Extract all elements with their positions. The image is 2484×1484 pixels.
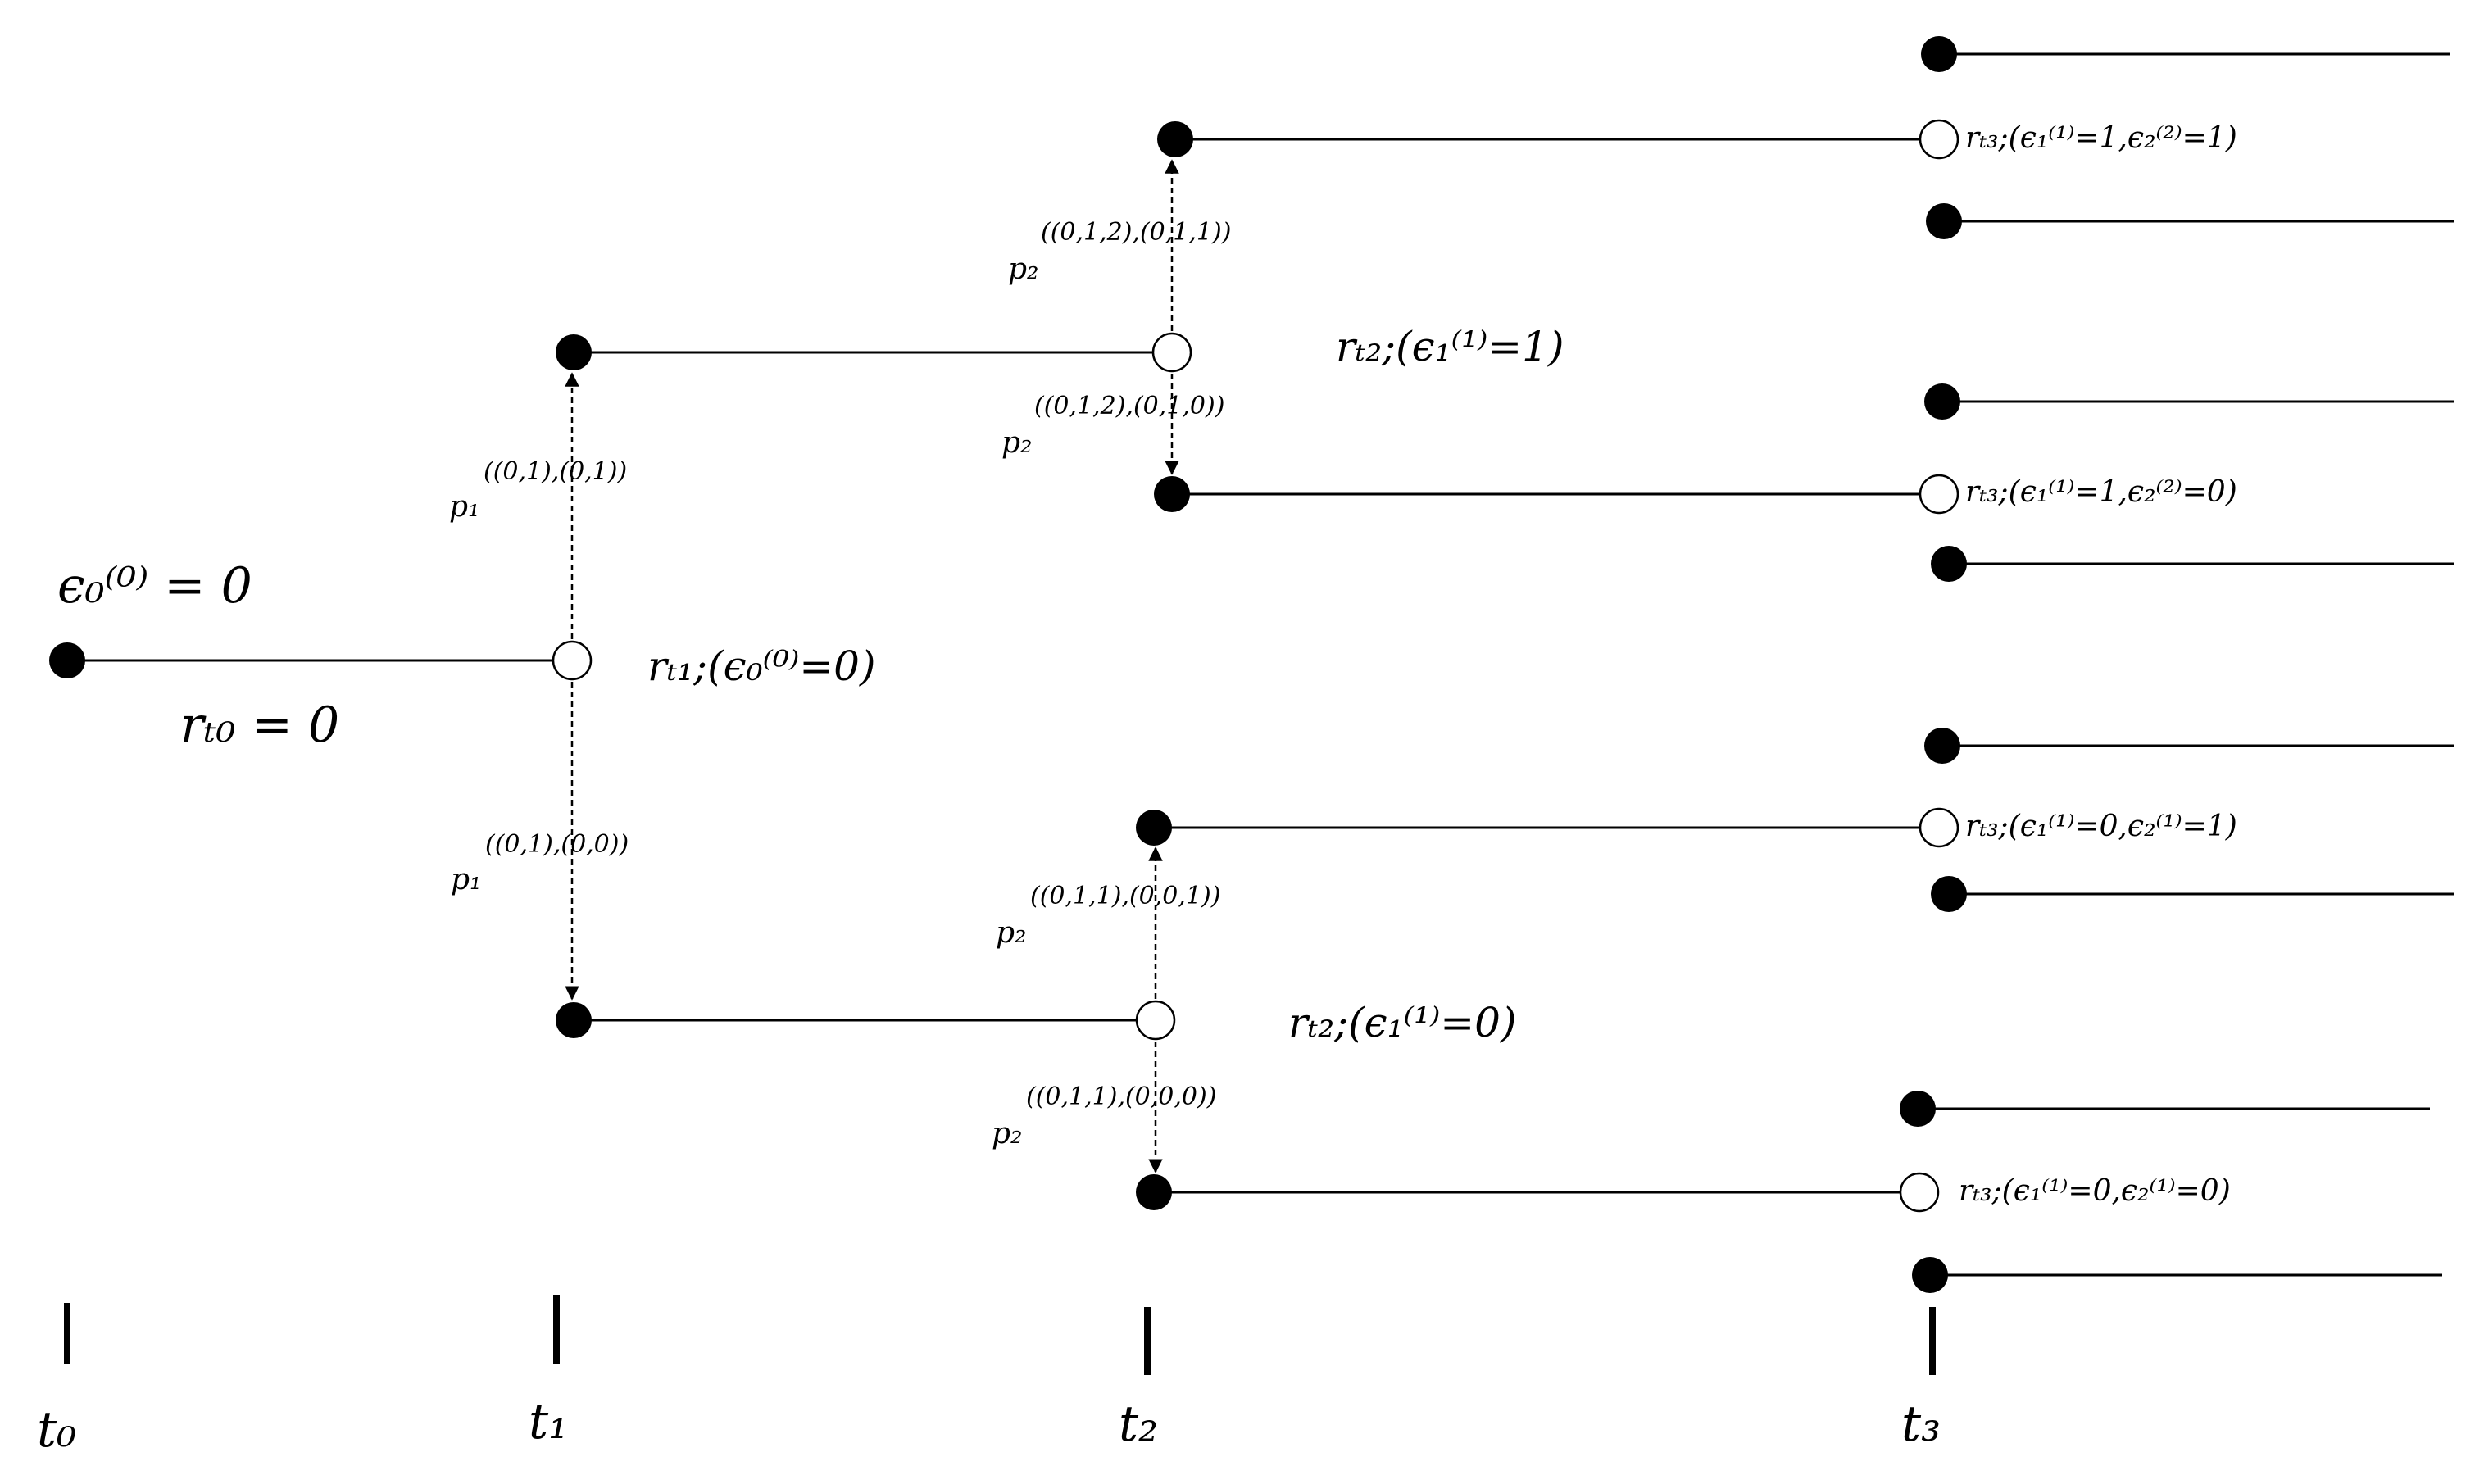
time-label-t3: t₃	[1901, 1396, 1941, 1453]
node-t3-4b	[1912, 1257, 1948, 1293]
rate-label-t1: rₜ₁;(ϵ₀⁽⁰⁾=0)	[647, 642, 876, 690]
node-t0	[49, 642, 85, 678]
node-t2-upup	[1157, 121, 1193, 157]
node-t2-up	[1151, 332, 1192, 373]
node-t1-down	[556, 1002, 592, 1038]
node-t3-3a	[1924, 728, 1960, 764]
rate-label-t3-3: rₜ₃;(ϵ₁⁽¹⁾=0,ϵ₂⁽¹⁾=1)	[1965, 810, 2237, 843]
node-t3-1	[1919, 119, 1959, 160]
initial-rate-label: rₜ₀ = 0	[180, 697, 339, 754]
time-label-t1: t₁	[529, 1393, 568, 1450]
node-t3-2b	[1931, 546, 1967, 582]
node-t2-down	[1135, 1000, 1176, 1041]
probability-arrows	[565, 159, 1179, 1173]
time-label-t0: t₀	[37, 1401, 76, 1459]
prob-base: p₁	[449, 490, 479, 524]
node-t3-4	[1899, 1172, 1940, 1213]
time-label-t2: t₂	[1119, 1396, 1158, 1453]
rate-label-t3-2: rₜ₃;(ϵ₁⁽¹⁾=1,ϵ₂⁽²⁾=0)	[1965, 475, 2237, 509]
tree-nodes	[49, 36, 1967, 1293]
probability-label-p2-downup: p₂ ((0,1,1),(0,0,1))	[996, 882, 1220, 950]
node-t3-2a	[1924, 383, 1960, 420]
node-t3-3	[1919, 807, 1959, 848]
prob-superscript: ((0,1,2),(0,1,1))	[1041, 218, 1231, 247]
node-t2-updown	[1154, 476, 1190, 512]
rate-label-t2-up: rₜ₂;(ϵ₁⁽¹⁾=1)	[1336, 323, 1564, 370]
prob-superscript: ((0,1,1),(0,0,1))	[1030, 882, 1220, 910]
prob-base: p₂	[1008, 252, 1038, 286]
probability-label-p1-down: p₁ ((0,1),(0,0))	[451, 830, 629, 896]
prob-superscript: ((0,1,2),(0,1,0))	[1034, 392, 1224, 420]
prob-superscript: ((0,1),(0,0))	[485, 830, 629, 859]
probability-label-p2-upup: p₂ ((0,1,2),(0,1,1))	[1008, 218, 1231, 286]
prob-base: p₂	[992, 1117, 1022, 1150]
node-t1-up	[556, 334, 592, 370]
prob-base: p₁	[451, 863, 481, 896]
probability-label-p1-up: p₁ ((0,1),(0,1))	[449, 457, 627, 524]
node-t3-1a	[1921, 36, 1957, 72]
node-t1	[552, 640, 593, 681]
probability-label-p2-downdown: p₂ ((0,1,1),(0,0,0))	[992, 1082, 1216, 1150]
node-t3-3b	[1931, 876, 1967, 912]
node-t3-4a	[1900, 1091, 1936, 1127]
time-axis: t₀ t₁ t₂ t₃	[37, 1295, 1941, 1459]
node-t3-1b	[1926, 203, 1962, 239]
probability-label-p2-updown: p₂ ((0,1,2),(0,1,0))	[1001, 392, 1224, 460]
initial-epsilon-label: ϵ₀⁽⁰⁾ = 0	[57, 557, 252, 615]
rate-label-t3-4: rₜ₃;(ϵ₁⁽¹⁾=0,ϵ₂⁽¹⁾=0)	[1959, 1174, 2231, 1208]
prob-base: p₂	[1001, 426, 1032, 460]
prob-superscript: ((0,1,1),(0,0,0))	[1026, 1082, 1216, 1111]
node-t3-2	[1919, 474, 1959, 515]
prob-base: p₂	[996, 916, 1026, 950]
node-t2-downup	[1136, 810, 1172, 846]
tree-branches	[67, 52, 2454, 1277]
rate-label-t3-1: rₜ₃;(ϵ₁⁽¹⁾=1,ϵ₂⁽²⁾=1)	[1965, 121, 2237, 155]
prob-superscript: ((0,1),(0,1))	[484, 457, 627, 486]
node-t2-downdown	[1136, 1174, 1172, 1210]
rate-label-t2-down: rₜ₂;(ϵ₁⁽¹⁾=0)	[1288, 999, 1517, 1046]
